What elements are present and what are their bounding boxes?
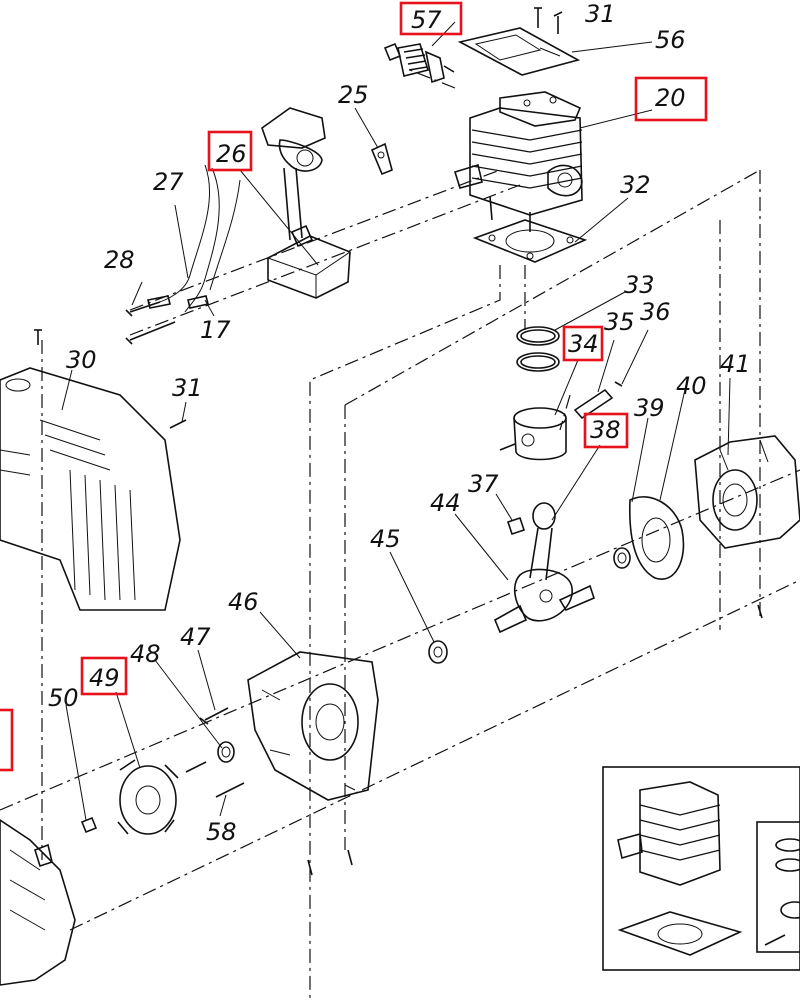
- crankcase-gasket: [629, 496, 685, 580]
- nut-50: [80, 816, 98, 834]
- heat-shield-plate: [457, 7, 581, 76]
- callout-41: 41: [720, 350, 751, 378]
- callout-31-top: 31: [585, 0, 616, 28]
- callout-20: 20: [655, 84, 686, 112]
- callout-27: 27: [153, 168, 184, 196]
- highlight-box-57: [399, 1, 463, 36]
- callout-36: 36: [640, 298, 671, 326]
- piston: [499, 407, 567, 461]
- callout-17: 17: [200, 316, 231, 344]
- callout-37: 37: [468, 470, 499, 498]
- assembly-axis-lines: [0, 69, 800, 1000]
- screws-58: [185, 761, 353, 876]
- screws-28: [125, 301, 176, 345]
- seal-39: [613, 547, 631, 569]
- callout-35: 35: [604, 308, 635, 336]
- callout-30: 30: [66, 346, 97, 374]
- ignition-coil: [261, 107, 351, 299]
- callout-40: 40: [676, 372, 707, 400]
- highlight-boxes: [0, 1, 708, 772]
- flywheel: [117, 759, 179, 835]
- piston-rings: [516, 326, 560, 372]
- starter-housing: [0, 819, 76, 986]
- cylinder-gasket: [472, 219, 588, 263]
- callout-44: 44: [430, 489, 461, 517]
- seal-48: [217, 741, 235, 763]
- fan-housing: [0, 329, 187, 611]
- callout-28: 28: [104, 246, 135, 274]
- callout-31-left: 31: [172, 374, 203, 402]
- callout-58: 58: [206, 818, 237, 846]
- highlight-box-26: [207, 130, 253, 172]
- callout-45: 45: [370, 525, 401, 553]
- callout-39: 39: [634, 394, 665, 422]
- callout-33: 33: [624, 271, 655, 299]
- leader-lines: [61, 21, 731, 821]
- callout-32: 32: [620, 171, 651, 199]
- callout-48: 48: [130, 640, 161, 668]
- callout-47: 47: [180, 623, 211, 651]
- callout-50: 50: [48, 684, 79, 712]
- highlight-box-20: [634, 76, 708, 122]
- callout-26: 26: [216, 140, 247, 168]
- piston-pin: [573, 381, 623, 420]
- highlight-box-38: [583, 412, 629, 449]
- callout-34: 34: [568, 330, 599, 358]
- ignition-wires: [147, 164, 241, 313]
- crankcase-right: [694, 435, 800, 619]
- callout-46: 46: [228, 588, 259, 616]
- crankcase-left: [247, 651, 379, 801]
- crankshaft: [493, 502, 595, 634]
- screws-47: [199, 707, 229, 725]
- highlight-box-edge: [0, 708, 14, 772]
- inset-box: [602, 766, 800, 971]
- bearing-45: [428, 640, 448, 664]
- wire-clip: [370, 142, 393, 176]
- callout-57: 57: [411, 6, 442, 34]
- callout-56: 56: [655, 26, 686, 54]
- highlight-box-34: [562, 325, 604, 362]
- cylinder: [453, 91, 583, 232]
- callout-38: 38: [590, 416, 621, 444]
- callout-49: 49: [89, 664, 120, 692]
- needle-bearing: [506, 516, 526, 536]
- highlight-box-49: [80, 656, 128, 696]
- spark-plug: [383, 42, 455, 84]
- callout-25: 25: [338, 81, 369, 109]
- callout-labels: 57 31 56 20 25 26 27 32 28 17 33 34 35 3…: [48, 0, 751, 846]
